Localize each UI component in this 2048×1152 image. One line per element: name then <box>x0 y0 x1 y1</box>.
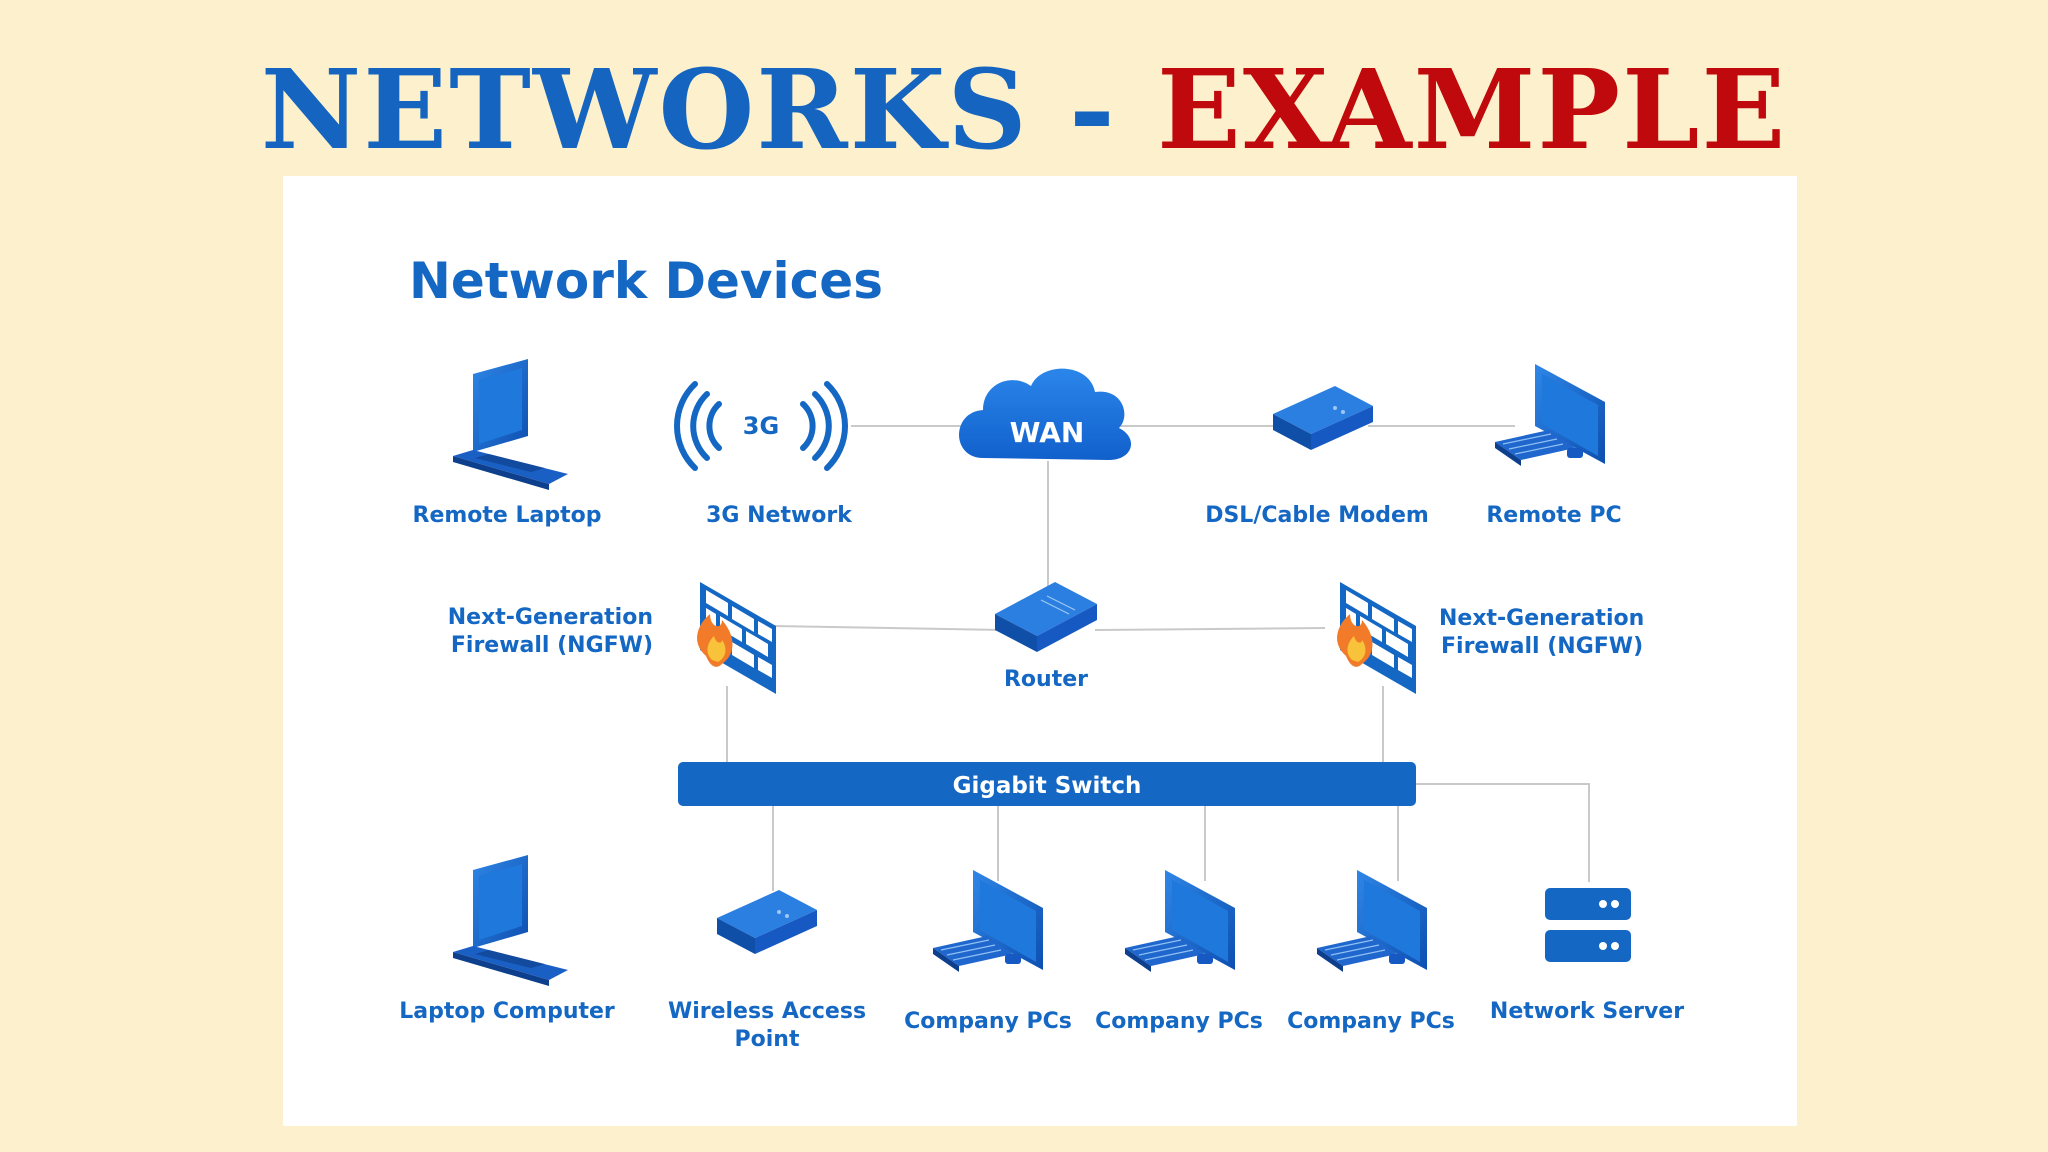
router-icon <box>717 890 817 954</box>
connections <box>726 425 1590 891</box>
link-router-firewall-right <box>1094 627 1326 631</box>
label-laptop-computer: Laptop Computer <box>399 999 615 1024</box>
slide-title: NETWORKS - EXAMPLE <box>0 55 2048 165</box>
label-company-pcs-2: Company PCs <box>1095 1009 1263 1034</box>
label-firewall-right-line1: Next-Generation <box>1439 606 1644 631</box>
laptop-icon <box>453 855 568 986</box>
label-wireless-ap-line1: Wireless Access <box>668 999 866 1024</box>
label-wireless-ap-line2: Point <box>735 1027 800 1052</box>
label-remote-pc: Remote PC <box>1486 503 1621 528</box>
desktop-pc-icon <box>1125 870 1235 972</box>
label-remote-laptop: Remote Laptop <box>413 503 602 528</box>
diagram-heading: Network Devices <box>409 252 883 310</box>
label-router: Router <box>1004 667 1088 692</box>
cloud-icon: WAN <box>959 368 1132 460</box>
signal-3g-text: 3G <box>743 412 779 440</box>
title-example: EXAMPLE <box>1157 45 1788 174</box>
link-firewall-router-left <box>772 625 1004 631</box>
router-icon <box>995 582 1097 652</box>
server-icon <box>1545 888 1631 962</box>
firewall-icon <box>1337 582 1416 694</box>
desktop-pc-icon <box>933 870 1043 972</box>
laptop-icon <box>453 359 568 490</box>
desktop-pc-icon <box>1495 364 1605 466</box>
label-firewall-right-line2: Firewall (NGFW) <box>1441 634 1643 659</box>
label-firewall-left-line1: Next-Generation <box>448 605 653 630</box>
network-diagram: Network Devices Remote Laptop 3G 3G Netw… <box>399 252 1684 1052</box>
title-networks: NETWORKS <box>260 45 1029 174</box>
wireless-signal-icon <box>674 381 848 471</box>
diagram-panel: Network Devices Remote Laptop 3G 3G Netw… <box>283 176 1797 1126</box>
link-switch-server <box>1416 783 1590 882</box>
label-network-server: Network Server <box>1490 999 1684 1024</box>
desktop-pc-icon <box>1317 870 1427 972</box>
firewall-icon <box>697 582 776 694</box>
label-dsl-modem: DSL/Cable Modem <box>1205 503 1429 528</box>
label-firewall-left-line2: Firewall (NGFW) <box>451 633 653 658</box>
title-separator: - <box>1069 45 1117 174</box>
label-gigabit-switch: Gigabit Switch <box>953 773 1142 799</box>
label-company-pcs-3: Company PCs <box>1287 1009 1455 1034</box>
modem-icon <box>1273 386 1373 450</box>
label-3g-network: 3G Network <box>706 503 853 528</box>
label-company-pcs-1: Company PCs <box>904 1009 1072 1034</box>
label-wan: WAN <box>1010 416 1085 449</box>
gigabit-switch-bar <box>678 762 1416 806</box>
